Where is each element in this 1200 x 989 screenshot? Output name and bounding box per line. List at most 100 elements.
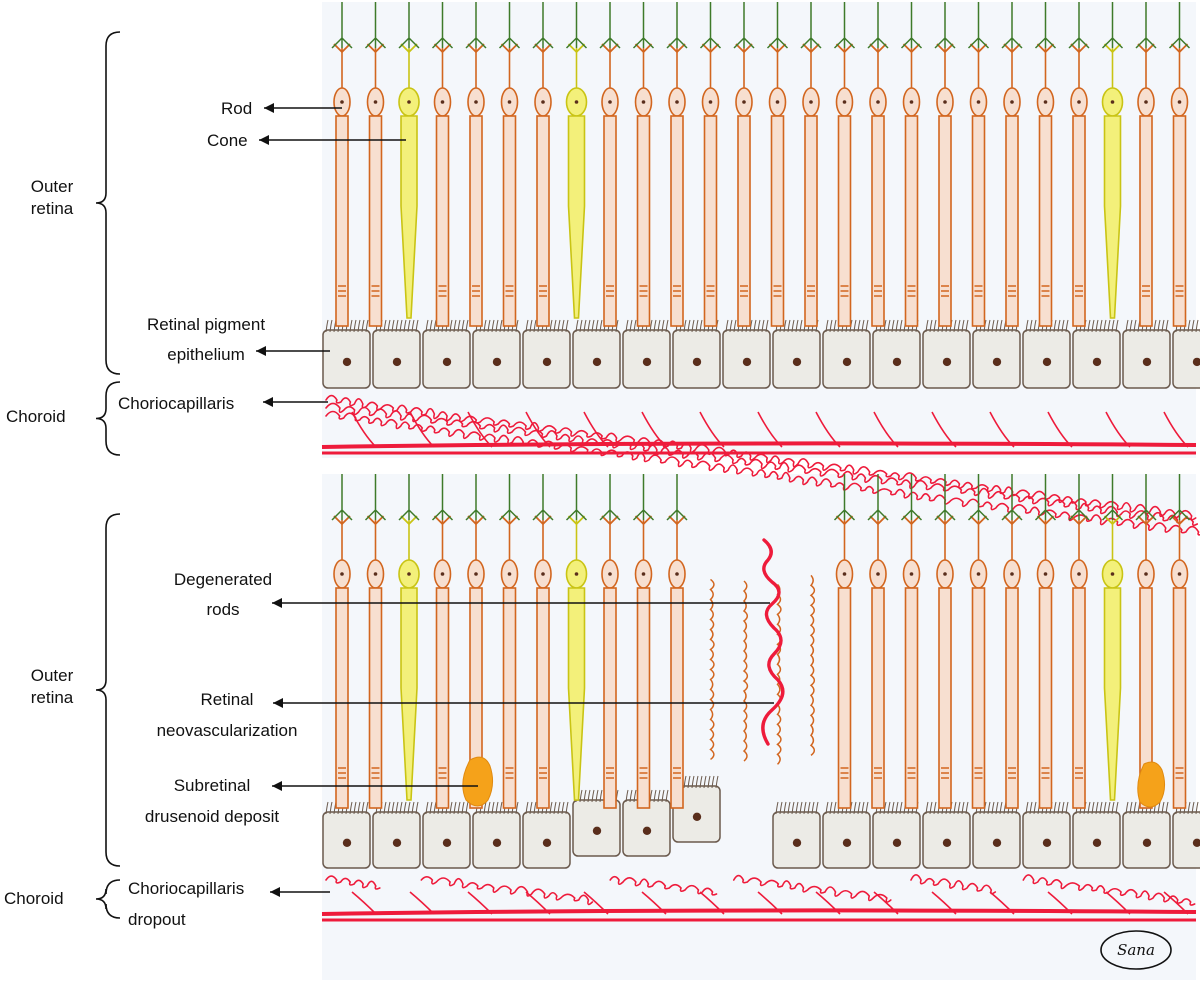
synaptic-terminal xyxy=(1137,515,1155,526)
rod-segment xyxy=(335,115,349,327)
neovascularization-label: Retinal neovascularization xyxy=(156,690,298,740)
dendrite-branch xyxy=(967,2,990,49)
dendrite-branch xyxy=(1101,2,1124,49)
bipolar-dendrite xyxy=(532,474,554,521)
rod-cell xyxy=(969,43,988,327)
rpe-nucleus xyxy=(1192,357,1200,367)
bipolar-dendrite xyxy=(498,474,521,521)
cell-nucleus xyxy=(440,572,445,576)
rpe-nucleus xyxy=(542,838,552,847)
arrow-head xyxy=(272,781,282,791)
bottom-choroid-bracket xyxy=(95,879,121,919)
cell-nucleus xyxy=(574,572,579,576)
drusenoid-deposit xyxy=(462,756,494,807)
cell-nucleus xyxy=(373,572,378,576)
degenerated-rod xyxy=(776,583,782,765)
cell-nucleus xyxy=(507,572,512,576)
bipolar-dendrite xyxy=(666,474,688,521)
choroid-branch xyxy=(1163,411,1189,448)
dendrite-branch xyxy=(431,474,454,521)
bottom-tissue-background xyxy=(322,474,1196,980)
dendrite-branch xyxy=(1034,2,1057,49)
rod-cell xyxy=(333,515,351,809)
dendrite-branch xyxy=(1034,474,1057,521)
rod-cell xyxy=(467,43,485,327)
rod-cell xyxy=(333,43,351,327)
cell-nucleus xyxy=(1043,572,1048,576)
choroid-branch xyxy=(1047,891,1073,915)
dendrite-branch xyxy=(699,2,722,49)
cell-nucleus xyxy=(340,100,344,104)
cell-nucleus xyxy=(909,572,914,576)
bipolar-dendrite xyxy=(1101,2,1124,49)
dendrite-branch xyxy=(465,2,487,49)
dendrite-branch xyxy=(867,2,889,49)
rod-cell xyxy=(936,43,954,327)
rod-segment xyxy=(435,587,450,809)
rpe-nucleus xyxy=(342,838,352,847)
choriocapillaris-dropout-label: Choriocapillaris dropout xyxy=(128,879,245,929)
synaptic-terminal xyxy=(1137,43,1155,54)
bipolar-dendrite xyxy=(632,474,655,521)
rod-segment xyxy=(1139,587,1153,809)
rod-segment xyxy=(469,587,483,809)
rpe-nucleus xyxy=(642,826,652,835)
rod-cell xyxy=(936,515,954,809)
choroid-branch xyxy=(467,891,493,915)
degenerated-rod xyxy=(742,580,749,762)
synaptic-terminal xyxy=(902,515,921,526)
rpe-nucleus xyxy=(792,357,802,367)
cell-nucleus xyxy=(708,100,713,104)
rod-segment xyxy=(368,115,383,327)
rod-segment xyxy=(335,587,349,809)
rod-segment xyxy=(904,115,919,327)
rpe-nucleus xyxy=(792,838,802,847)
bipolar-dendrite xyxy=(1168,2,1191,49)
arrow-head xyxy=(270,887,280,897)
choroid-branch xyxy=(583,891,609,915)
rpe-microvilli xyxy=(775,801,819,815)
degenerated-rods-label: Degenerated rods xyxy=(173,570,273,619)
choroid-vessel xyxy=(321,441,1197,449)
rod-cell xyxy=(500,43,519,327)
bipolar-dendrite xyxy=(465,474,487,521)
cone-cell xyxy=(398,515,420,801)
dendrite-branch xyxy=(1168,2,1191,49)
rod-cell xyxy=(835,515,854,809)
rod-segment xyxy=(1139,115,1153,327)
rod-segment xyxy=(871,115,885,327)
bipolar-dendrite xyxy=(699,2,722,49)
dendrite-branch xyxy=(934,2,956,49)
cell-nucleus xyxy=(809,100,813,104)
rpe-nucleus xyxy=(992,357,1002,367)
synaptic-terminal xyxy=(433,43,452,54)
rod-segment xyxy=(1072,115,1086,327)
dendrite-branch xyxy=(766,2,789,49)
synaptic-terminal xyxy=(567,515,586,526)
synaptic-terminal xyxy=(601,43,619,54)
cell-nucleus xyxy=(474,572,478,576)
rod-arrow xyxy=(264,103,342,113)
capillary-loop xyxy=(325,874,1196,906)
cone-segment xyxy=(1103,587,1122,801)
rod-segment xyxy=(1072,587,1086,809)
cell-nucleus xyxy=(608,100,612,104)
rod-segment xyxy=(938,587,952,809)
bipolar-dendrite xyxy=(967,2,990,49)
rod-cell xyxy=(1070,43,1088,327)
rpe-nucleus xyxy=(1092,357,1102,367)
top-tissue-background xyxy=(322,2,1196,458)
bipolar-dendrite xyxy=(465,2,487,49)
rod-cell xyxy=(835,43,854,327)
rod-cell xyxy=(902,43,921,327)
bottom-outer-retina-label: Outer retina xyxy=(30,666,74,707)
synaptic-terminal xyxy=(1070,43,1088,54)
bipolar-dendrite xyxy=(867,474,889,521)
dendrite-branch xyxy=(498,2,521,49)
dendrite-branch xyxy=(565,2,588,49)
rod-cell xyxy=(1070,515,1088,809)
dropout-arrow xyxy=(270,887,330,897)
rod-cell xyxy=(969,515,988,809)
rpe-nucleus xyxy=(392,838,402,847)
